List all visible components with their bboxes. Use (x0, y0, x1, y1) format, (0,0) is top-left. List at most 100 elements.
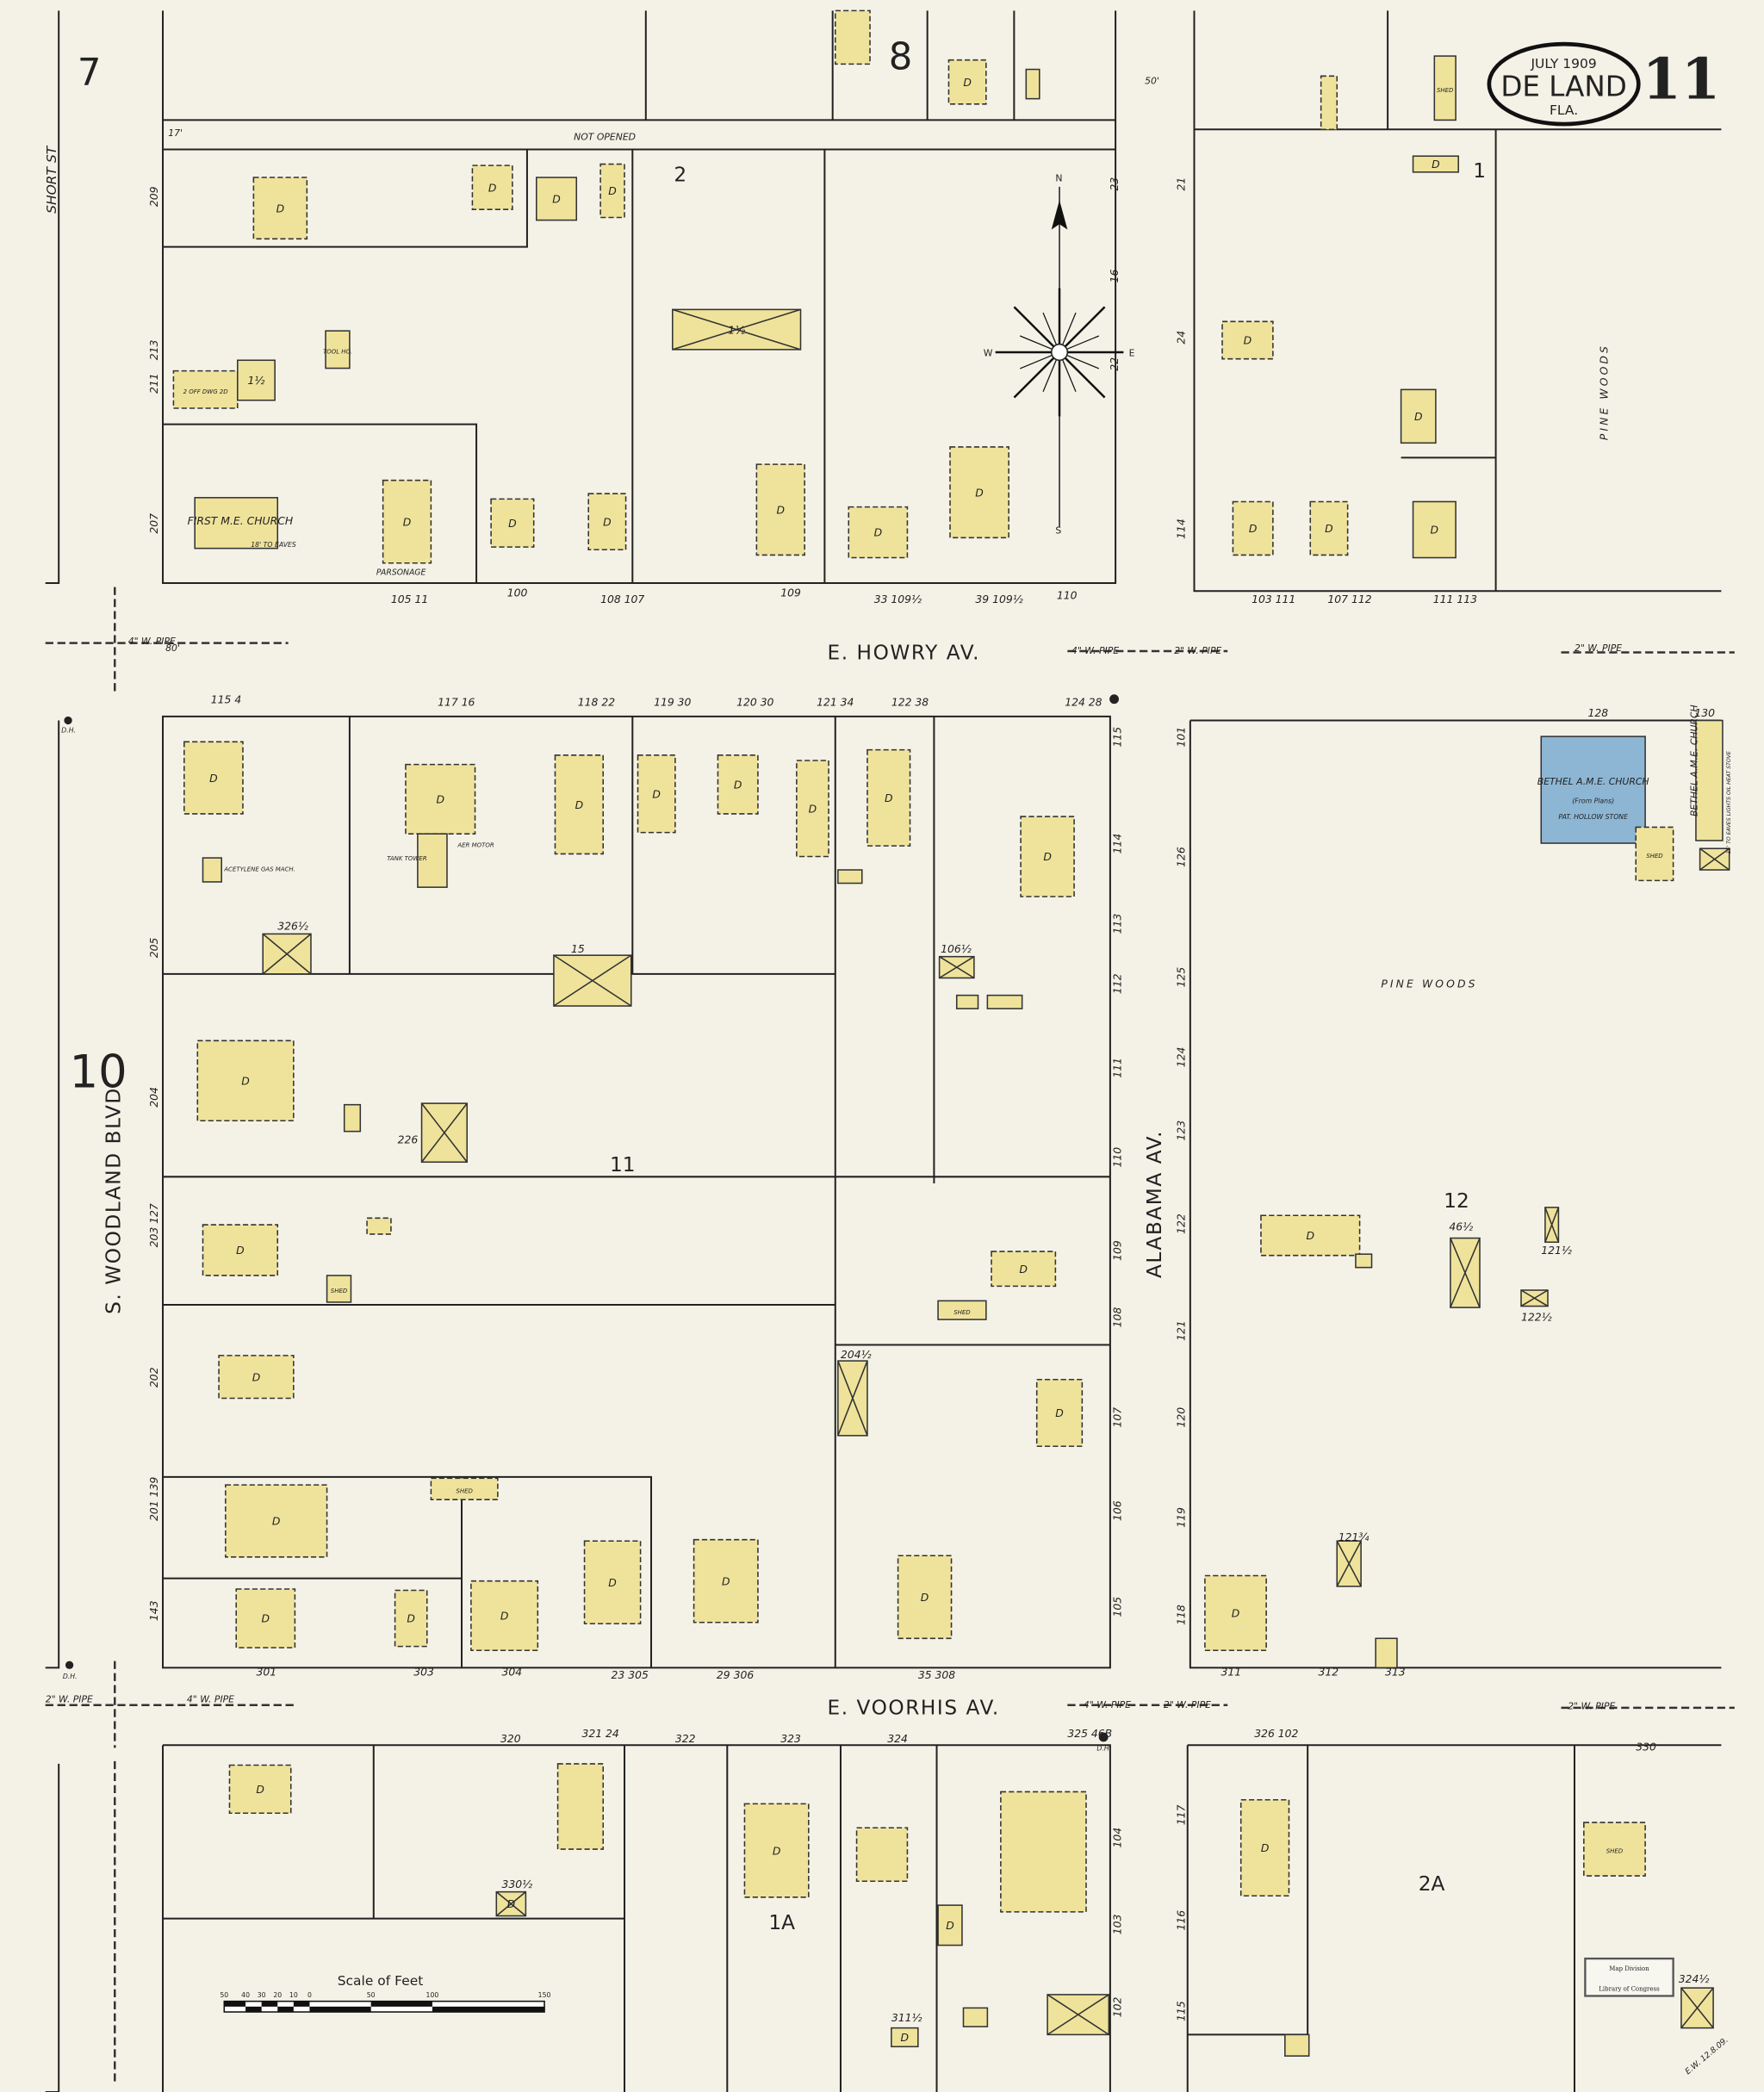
building-label: D (403, 515, 412, 528)
address-number: 121¾ (1339, 1530, 1370, 1543)
hydrant-icon (65, 1661, 74, 1669)
acetylene-label: ACETYLENE GAS MACH. (223, 866, 295, 873)
building-label: D (963, 76, 972, 89)
building (1284, 2033, 1310, 2057)
building: D (252, 177, 308, 240)
building-label: D (575, 798, 584, 811)
address-number: 16 (1108, 270, 1121, 283)
building: 1½ (237, 359, 276, 401)
building (938, 955, 975, 979)
building (1699, 847, 1730, 871)
dh-label: D.H. (1096, 1744, 1111, 1752)
building: SHED (1583, 1822, 1646, 1877)
bethel-church-note: (From Plans) (1572, 798, 1614, 805)
building (1375, 1637, 1398, 1669)
building: D (866, 748, 911, 847)
building-label: D (773, 1844, 781, 1857)
building: D (587, 493, 627, 551)
scale-segment (370, 2001, 432, 2007)
address-number: 115 (1110, 727, 1123, 748)
tank-tower-label: TANK TOWER (387, 855, 426, 862)
building-label: D (734, 779, 742, 791)
address-number: 324 (887, 1732, 908, 1745)
building: D (202, 1224, 279, 1276)
building-label: D (1306, 1229, 1314, 1242)
building-label: D (1249, 522, 1258, 535)
building-label: SHED (953, 1309, 971, 1316)
building-label: SHED (456, 1487, 473, 1494)
building-label: D (1414, 410, 1423, 423)
street-e-voorhis: E. VOORHIS AV. (827, 1697, 999, 1720)
address-number: 109 (780, 586, 801, 599)
scale-segment (245, 2006, 262, 2013)
building: D (1232, 500, 1274, 556)
address-number: 204 (147, 1087, 160, 1108)
hydrant-icon (1109, 694, 1119, 705)
block-lines (45, 10, 1722, 2092)
building: D (1400, 388, 1437, 444)
scale-tick: 100 (426, 1991, 439, 1999)
address-number: 111 (1110, 1058, 1123, 1078)
address-number: 115 (1175, 2001, 1188, 2021)
address-number: 322 (675, 1732, 696, 1745)
scale-segment (309, 2006, 371, 2013)
building (955, 994, 979, 1009)
address-number: 22 (1108, 357, 1121, 371)
building-label: D (436, 793, 444, 806)
address-number: 325 46B (1067, 1727, 1112, 1740)
address-number: 123 (1175, 1120, 1188, 1141)
building (417, 833, 448, 888)
address-number: 105 (1110, 1597, 1123, 1617)
scale-segment (224, 2001, 246, 2007)
building (420, 1102, 469, 1164)
building-label: D (608, 184, 617, 197)
building-label: D (252, 1370, 261, 1383)
building: TOOL HO. (323, 330, 352, 369)
building: 1½ (672, 308, 802, 351)
building-label: D (209, 772, 218, 785)
water-pipes (45, 587, 1735, 2082)
address-number: 122 (1175, 1214, 1188, 1234)
address-number: 121½ (1541, 1244, 1572, 1257)
address-number: 312 (1319, 1666, 1339, 1679)
pipe-label: 4" W. PIPE (1084, 1699, 1131, 1710)
address-number: 143 (147, 1600, 160, 1621)
building: SHED (1635, 826, 1674, 882)
building: D (583, 1540, 642, 1625)
address-number: 110 (1057, 589, 1078, 602)
building-label: D (508, 517, 517, 530)
scale-tick: 0 (307, 1991, 312, 1999)
address-number: 330½ (502, 1878, 533, 1890)
building (553, 954, 632, 1007)
building-label: D (608, 1576, 617, 1589)
building: D (490, 498, 535, 548)
block-number: 2A (1419, 1872, 1445, 1896)
pipe-label: 4" W. PIPE (128, 636, 176, 647)
title-date: JULY 1909 (1530, 56, 1596, 71)
building-label: D (1431, 524, 1439, 537)
building-label: SHED (1646, 853, 1663, 860)
block-number: 2 (674, 164, 686, 187)
building: D (218, 1355, 295, 1400)
building: D (1204, 1574, 1267, 1652)
building-label: D (885, 791, 893, 804)
address-number: 103 (1110, 1914, 1123, 1934)
building (1355, 1253, 1373, 1269)
parsonage-label: PARSONAGE (376, 568, 426, 578)
adjacent-sheet-8: 8 (889, 36, 913, 79)
address-number: 304 (502, 1666, 523, 1679)
street-alabama: ALABAMA AV. (1143, 1130, 1166, 1278)
building-label: D (1043, 850, 1052, 863)
building (202, 857, 222, 883)
street-e-howry: E. HOWRY AV. (827, 641, 980, 664)
building: SHED (326, 1275, 352, 1303)
address-number: 119 (1175, 1507, 1188, 1528)
building-label: SHED (1437, 87, 1454, 94)
building (1047, 1994, 1110, 2036)
address-number: 117 (1175, 1804, 1188, 1825)
address-number: 108 (1110, 1307, 1123, 1328)
building-label: SHED (1606, 1848, 1624, 1855)
building-label: D (975, 486, 984, 499)
